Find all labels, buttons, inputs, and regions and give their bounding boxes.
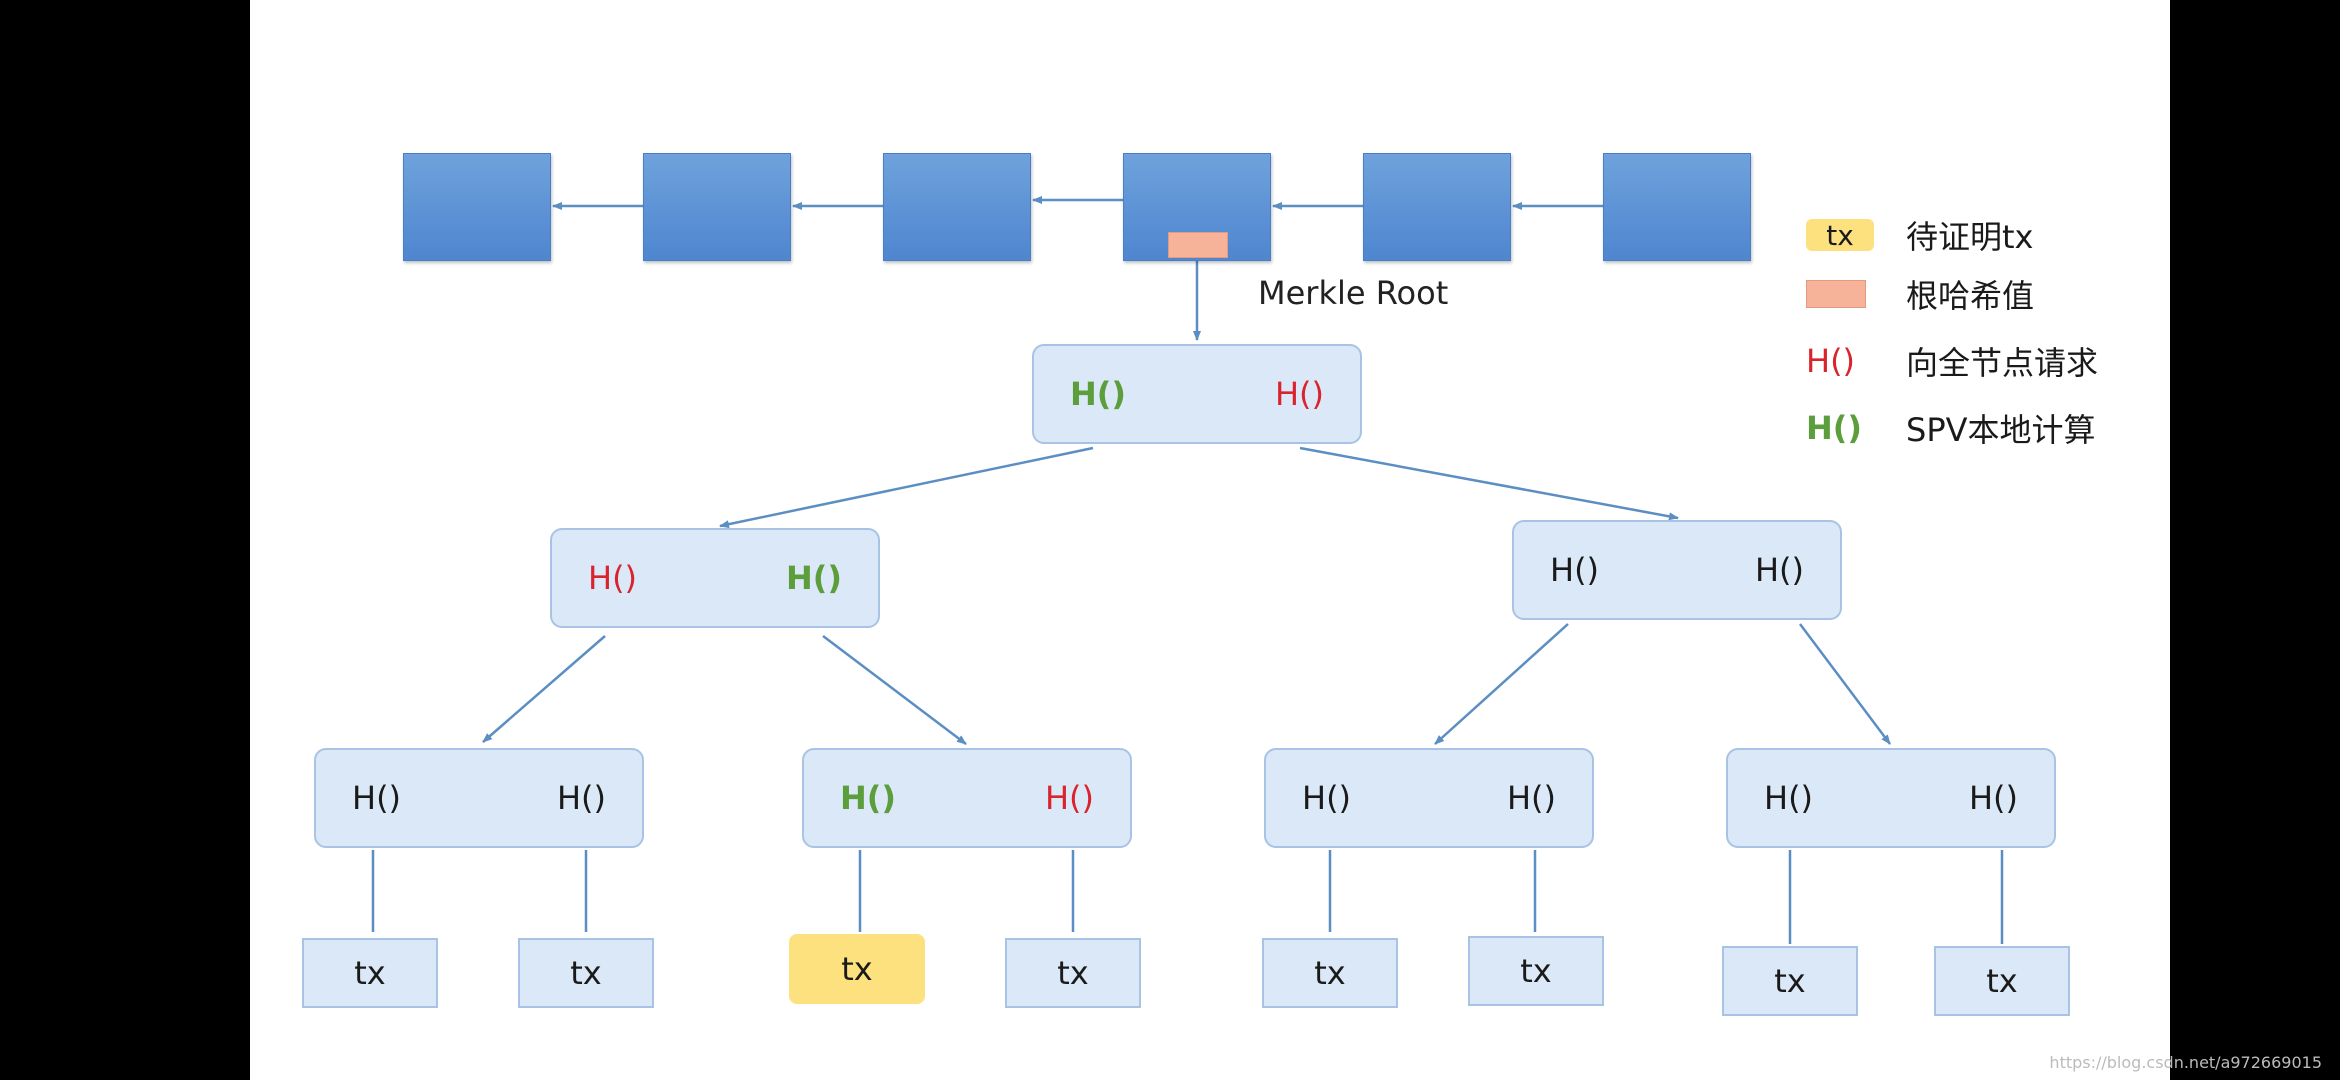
hash-value: H() [1302, 779, 1352, 817]
block-with-merkle-root [1123, 153, 1271, 261]
edges-layer [371, 196, 2004, 944]
tx-leaf: tx [1468, 936, 1604, 1006]
legend-local-text: SPV本地计算 [1906, 411, 2096, 449]
hash-requested: H() [588, 559, 638, 597]
hash-local: H() [785, 559, 842, 597]
hash-node-l3: H() H() [1726, 748, 2056, 848]
hash-local: H() [1070, 375, 1127, 413]
legend-request-symbol: H() [1806, 342, 1856, 380]
hash-value: H() [1550, 551, 1600, 589]
tx-leaf: tx [1262, 938, 1398, 1008]
hash-value: H() [1506, 779, 1556, 817]
tx-leaf: tx [302, 938, 438, 1008]
legend-root-swatch [1806, 280, 1866, 308]
legend-local-symbol: H() [1806, 409, 1863, 447]
hash-requested: H() [1274, 375, 1324, 413]
hash-node-l3: H() H() [802, 748, 1132, 848]
tree-arrow [1299, 446, 1679, 521]
tree-arrow [482, 635, 606, 743]
hash-local: H() [840, 779, 897, 817]
hash-value: H() [1754, 551, 1804, 589]
tree-arrow [822, 635, 967, 745]
hash-node-l3: H() H() [314, 748, 644, 848]
block [883, 153, 1031, 261]
tx-leaf: tx [1934, 946, 2070, 1016]
watermark: https://blog.csdn.net/a972669015 [2049, 1053, 2322, 1072]
tree-arrow [719, 446, 1094, 529]
legend-tx-text: 待证明tx [1906, 218, 2034, 256]
slide: Merkle Root H() H() H() H() H() H() H() … [250, 0, 2170, 1080]
legend-tx-swatch: tx [1806, 219, 1874, 252]
hash-node-l2-left: H() H() [550, 528, 880, 628]
merkle-root-label: Merkle Root [1258, 274, 1449, 312]
legend-request-text: 向全节点请求 [1906, 344, 2099, 382]
tx-leaf-to-prove: tx [789, 934, 925, 1004]
tx-leaf: tx [1722, 946, 1858, 1016]
hash-requested: H() [1044, 779, 1094, 817]
tree-arrow [1799, 623, 1891, 745]
hash-value: H() [556, 779, 606, 817]
hash-node-l2-right: H() H() [1512, 520, 1842, 620]
tx-leaf: tx [518, 938, 654, 1008]
root-hash-node: H() H() [1032, 344, 1362, 444]
block [1363, 153, 1511, 261]
hash-value: H() [1968, 779, 2018, 817]
hash-value: H() [1764, 779, 1814, 817]
block [403, 153, 551, 261]
tree-arrow [1434, 623, 1569, 745]
hash-node-l3: H() H() [1264, 748, 1594, 848]
hash-value: H() [352, 779, 402, 817]
tx-leaf: tx [1005, 938, 1141, 1008]
merkle-root-marker [1168, 232, 1228, 258]
legend-root-text: 根哈希值 [1906, 277, 2035, 315]
block [1603, 153, 1751, 261]
block [643, 153, 791, 261]
